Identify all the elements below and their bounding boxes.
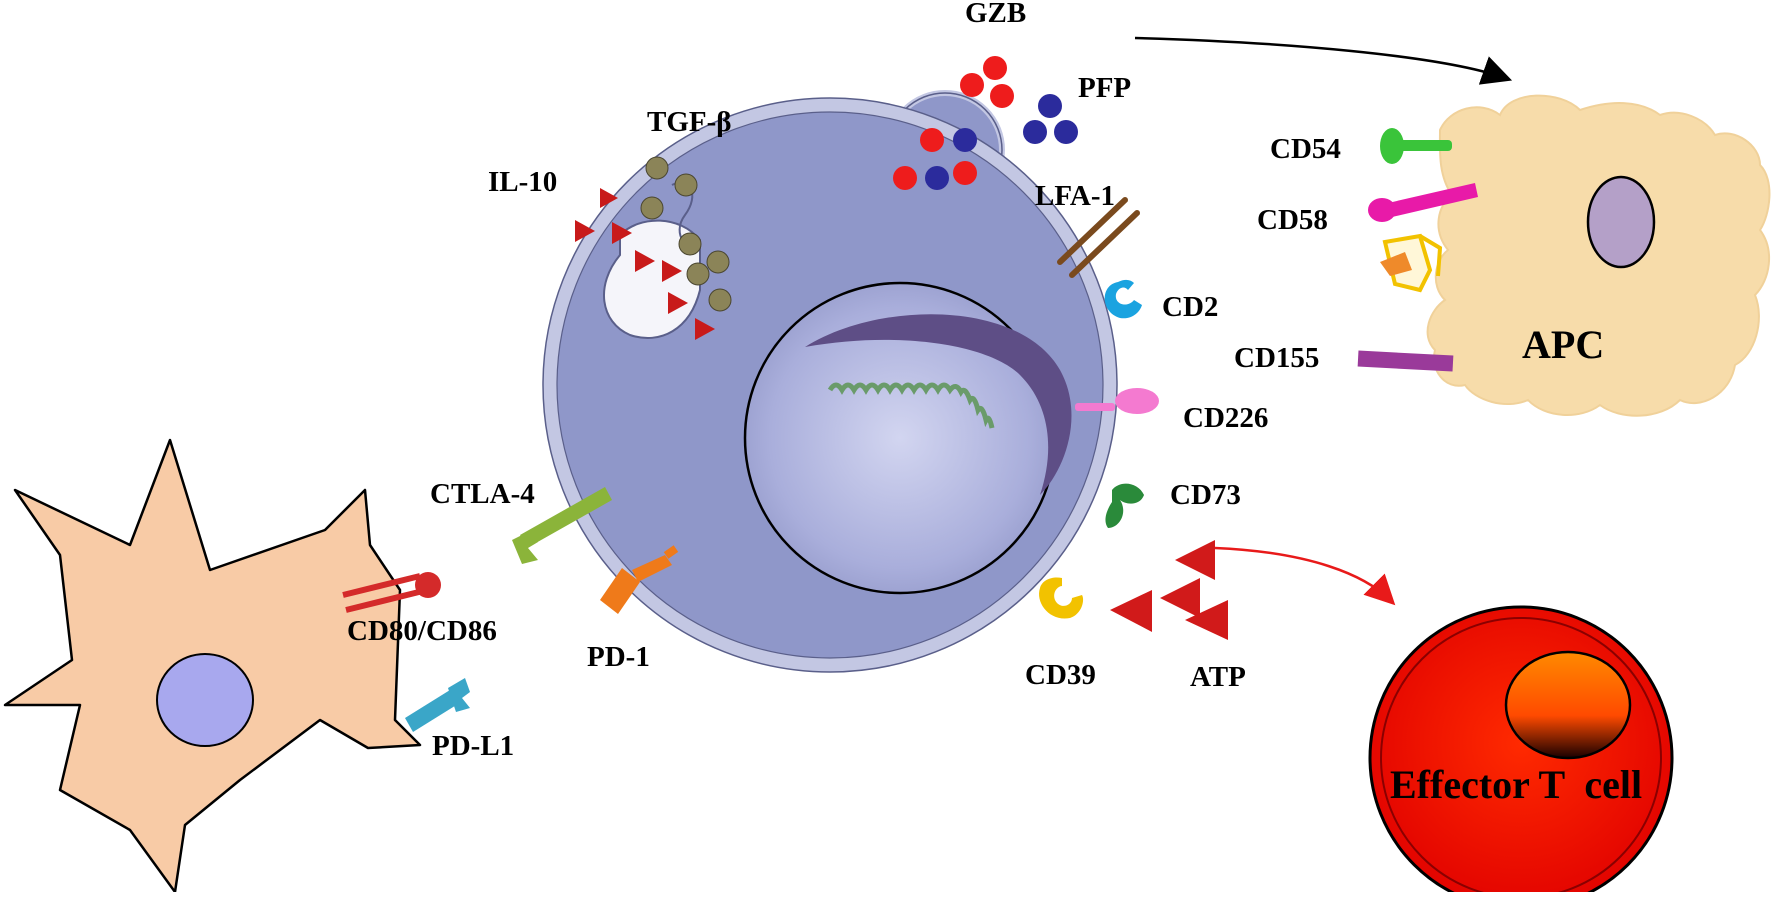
cd80-cd86-head	[415, 572, 441, 598]
label-cd80-cd86: CD80/CD86	[347, 615, 497, 647]
cd80-cd86-ligand	[342, 573, 424, 613]
arrow-to-effector	[1214, 546, 1396, 606]
cd54-ligand	[1380, 128, 1452, 164]
cd73-receptor	[1105, 483, 1144, 528]
label-il10: IL-10	[488, 166, 557, 198]
cd155-ligand	[1357, 350, 1454, 372]
lfa1-receptor	[1057, 197, 1140, 278]
label-cd155: CD155	[1234, 342, 1319, 374]
dendritic-cell-icon	[3, 438, 422, 894]
chromatin	[805, 314, 1072, 495]
ctla4-receptor	[512, 487, 612, 564]
cd39-receptor	[1039, 577, 1084, 619]
label-pfp: PFP	[1078, 72, 1131, 104]
label-cd39: CD39	[1025, 659, 1096, 691]
tcr-mhc-complex	[1380, 233, 1443, 293]
label-atp: ATP	[1190, 661, 1246, 693]
pfp-granules	[925, 94, 1078, 190]
gzb-granules	[893, 56, 1014, 190]
pd1-receptor	[600, 545, 679, 614]
label-cd54: CD54	[1270, 133, 1341, 165]
label-cd58: CD58	[1257, 204, 1328, 236]
tgf-beta-particles	[640, 156, 732, 312]
label-cd2: CD2	[1162, 291, 1218, 323]
effector-t-cell-icon	[1368, 605, 1674, 897]
il10-particles	[575, 188, 715, 340]
label-pd1: PD-1	[587, 641, 650, 673]
arrow-to-apc	[1134, 36, 1513, 85]
label-ctla4: CTLA-4	[430, 478, 535, 510]
dna-strand	[827, 382, 995, 429]
cd58-ligand	[1368, 183, 1478, 222]
label-lfa1: LFA-1	[1035, 180, 1115, 212]
cd2-receptor	[1104, 279, 1142, 319]
label-cd226: CD226	[1183, 402, 1268, 434]
label-cd73: CD73	[1170, 479, 1241, 511]
label-pd-l1: PD-L1	[432, 730, 514, 762]
apc-cell-icon	[1426, 94, 1771, 417]
cd226-receptor	[1075, 388, 1159, 414]
label-tgf-beta: TGF-β	[647, 106, 732, 138]
label-apc: APC	[1522, 322, 1604, 367]
atp-molecules	[1110, 540, 1228, 640]
pd-l1-ligand	[405, 678, 470, 732]
label-effector-t-cell: Effector T cell	[1390, 762, 1642, 807]
label-gzb: GZB	[965, 0, 1026, 29]
